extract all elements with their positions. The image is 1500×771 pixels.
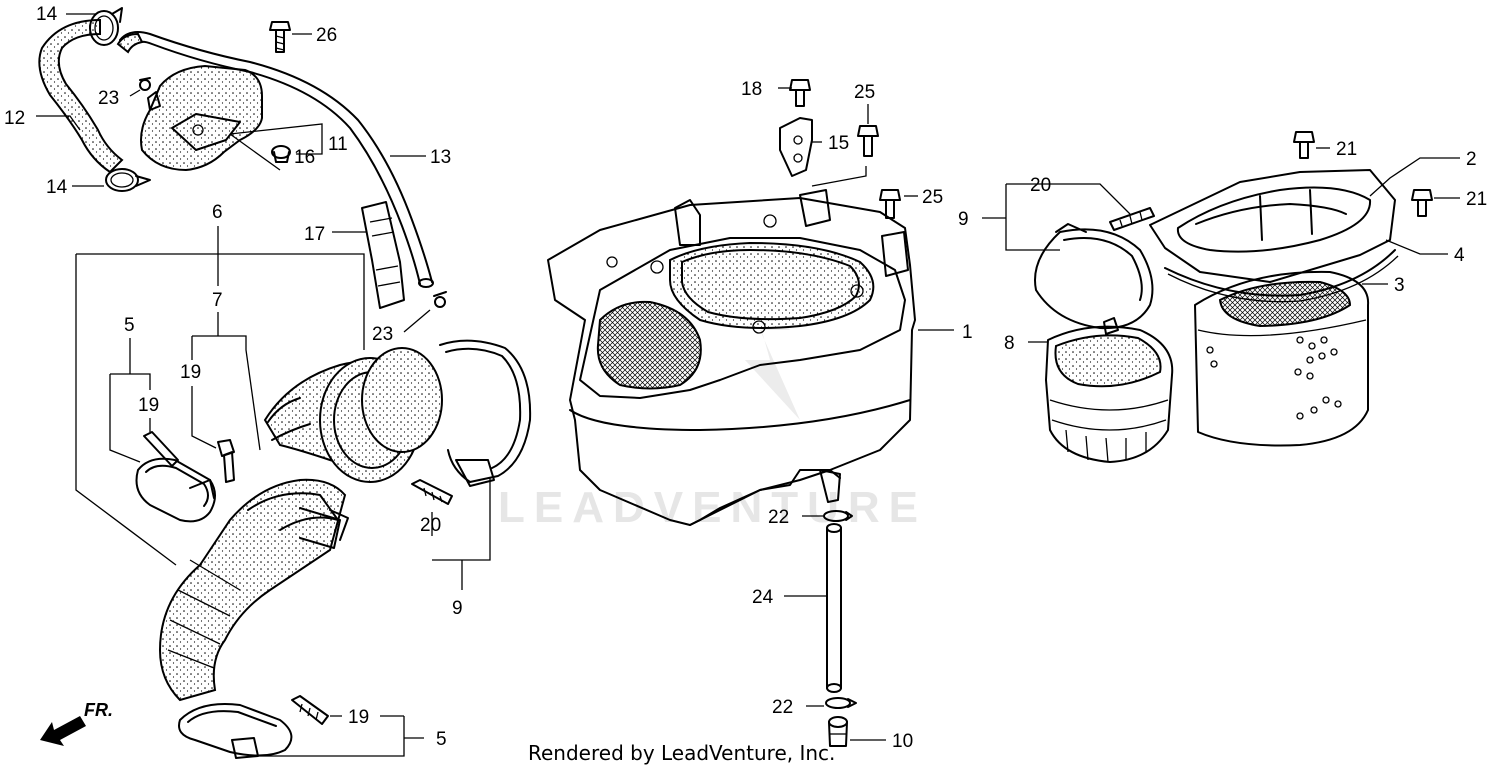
- callout-1: 1: [962, 322, 973, 343]
- breather-hose-12: [38, 18, 124, 174]
- screw-19-upper: [143, 431, 235, 483]
- callout-8: 8: [1004, 333, 1015, 354]
- callout-4: 4: [1454, 245, 1465, 266]
- bolt-25-right: [879, 189, 901, 219]
- callout-13: 13: [430, 147, 451, 168]
- callouts: 14 26 23 12 11 16 13 14 6 17 7 5 19 19 2…: [4, 4, 1487, 752]
- callout-20-right: 20: [1030, 175, 1051, 196]
- callout-19-c: 19: [348, 707, 369, 728]
- bolt-21-right: [1411, 189, 1433, 217]
- band-5-upper: [135, 457, 216, 523]
- seal-4: [1164, 249, 1399, 303]
- callout-16: 16: [294, 147, 315, 168]
- clip-23-lower: [433, 291, 447, 308]
- cover-2: [1149, 169, 1396, 283]
- breather-tank-11: [140, 64, 263, 172]
- callout-5-upper: 5: [124, 315, 135, 336]
- svg-text:LEADVENTURE: LEADVENTURE: [498, 483, 927, 532]
- callout-15: 15: [828, 133, 849, 154]
- callout-9-right: 9: [958, 209, 969, 230]
- callout-21-top: 21: [1336, 139, 1357, 160]
- callout-21-right: 21: [1466, 189, 1487, 210]
- bracket-15: [779, 117, 813, 177]
- callout-22-lower: 22: [772, 697, 793, 718]
- callout-7: 7: [212, 290, 223, 311]
- hose-clamp-14-top: [89, 7, 123, 46]
- credit-text: Rendered by LeadVenture, Inc.: [528, 741, 835, 765]
- callout-26: 26: [316, 25, 337, 46]
- grommet-16: [271, 145, 291, 163]
- air-duct-6: [158, 478, 349, 702]
- callout-19-a: 19: [180, 362, 201, 383]
- band-5-lower: [178, 703, 293, 759]
- drain-tube-13: [116, 31, 434, 288]
- front-direction-arrow-icon: FR.: [40, 700, 113, 746]
- callout-14-bottom: 14: [46, 177, 68, 198]
- callout-25-right: 25: [922, 187, 943, 208]
- svg-text:FR.: FR.: [84, 700, 113, 720]
- element-3: [1194, 270, 1370, 447]
- callout-11: 11: [328, 134, 348, 155]
- callout-24: 24: [752, 587, 774, 608]
- callout-3: 3: [1394, 275, 1405, 296]
- callout-12: 12: [4, 108, 25, 129]
- funnel-8: [1045, 325, 1174, 463]
- callout-20-left: 20: [420, 515, 441, 536]
- drain-plug-10: [828, 716, 848, 747]
- leader-lines: [36, 13, 1460, 757]
- callout-9-left: 9: [452, 598, 463, 619]
- drain-tube-24: [826, 523, 842, 693]
- callout-22-upper: 22: [768, 507, 789, 528]
- band-9-right: [1034, 223, 1154, 335]
- callout-14-top: 14: [36, 4, 58, 25]
- clip-22-lower: [825, 697, 857, 709]
- clip-23-top: [139, 77, 151, 91]
- callout-5-lower: 5: [436, 729, 447, 750]
- callout-23-lower: 23: [372, 324, 393, 345]
- screw-20-left: [411, 479, 453, 505]
- bolt-25-upper: [857, 125, 879, 157]
- screw-19-lower: [291, 695, 329, 725]
- callout-10: 10: [892, 731, 913, 752]
- callout-19-b: 19: [138, 395, 159, 416]
- callout-23-top: 23: [98, 88, 119, 109]
- bolt-18: [789, 79, 811, 107]
- hose-clamp-14-bottom: [105, 168, 151, 192]
- callout-18: 18: [741, 79, 762, 100]
- connecting-tube-7: [263, 347, 443, 483]
- bolt-26: [269, 21, 291, 53]
- bolt-21-top: [1293, 131, 1315, 159]
- callout-2: 2: [1466, 149, 1477, 170]
- air-cleaner-case-1: [547, 189, 916, 526]
- callout-25-upper: 25: [854, 82, 875, 103]
- callout-6: 6: [212, 202, 223, 223]
- holder-17: [361, 201, 405, 309]
- band-9-left: [439, 339, 532, 487]
- screw-20-right: [1109, 207, 1155, 231]
- callout-17: 17: [304, 224, 325, 245]
